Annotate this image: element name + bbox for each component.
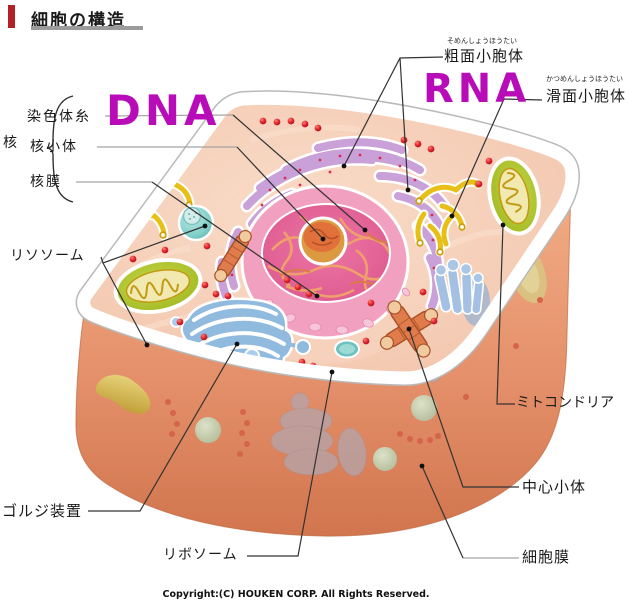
rough-er-ribosome-dots — [230, 153, 436, 277]
furigana-smooth-er: かつめんしょうほうたい — [546, 75, 623, 83]
label-nucleolus: 核小体 — [30, 139, 78, 155]
label-golgi: ゴルジ装置 — [2, 502, 83, 520]
nucleus-bracket — [46, 95, 74, 203]
lysosome-disc — [334, 339, 360, 359]
label-centriole: 中心小体 — [522, 478, 587, 496]
copyright-text: Copyright:(C) HOUKEN CORP. All Rights Re… — [162, 589, 430, 600]
label-cell-membrane: 細胞膜 — [522, 548, 571, 566]
label-ribosome: リボソーム — [163, 547, 238, 563]
cut-rim — [77, 91, 579, 385]
label-dna: DNA — [106, 86, 221, 135]
label-nucleus-group: 核 — [3, 135, 18, 151]
mitochondrion-right — [487, 156, 541, 236]
title-underline — [31, 26, 143, 30]
label-smooth-er: 滑面小胞体 — [546, 87, 627, 105]
lysosome-1 — [177, 204, 215, 242]
mitochondrion-left — [113, 257, 203, 315]
label-mitochondria: ミトコンドリア — [516, 395, 614, 411]
label-lysosome: リソソーム — [10, 248, 85, 264]
chromatin-threads — [267, 214, 389, 300]
title-red-bar — [8, 5, 15, 28]
vesicle-stack — [434, 258, 490, 326]
label-rough-er: 粗面小胞体 — [444, 47, 525, 65]
leader-lines — [46, 56, 543, 559]
label-rna: RNA — [423, 66, 531, 112]
furigana-rough-er: そめんしょうほうたい — [447, 37, 517, 45]
smooth-er-right — [413, 177, 483, 257]
label-chromatin: 染色体糸 — [27, 109, 91, 125]
leader-dots — [144, 163, 506, 469]
centriole-rod — [214, 229, 252, 283]
embedded-vesicles — [195, 395, 437, 471]
embedded-yellow-bean — [95, 374, 151, 414]
label-nuclear-membrane: 核膜 — [30, 174, 62, 190]
